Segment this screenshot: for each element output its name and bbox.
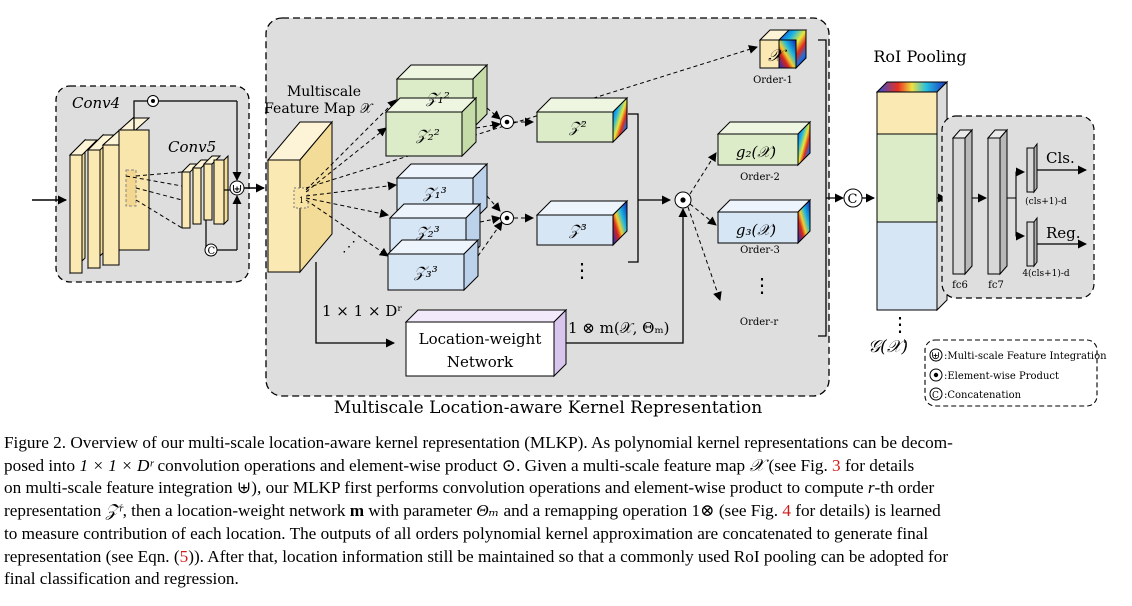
roi-pooling-stack <box>875 80 949 312</box>
z2-2-label: 𝒵₂² <box>415 126 439 144</box>
z3-result-label: 𝒵³ <box>568 221 586 239</box>
z2-blocks <box>384 63 489 158</box>
vdots-orders: ⋮ <box>752 273 772 297</box>
legend-concat-icon <box>929 387 943 401</box>
z2-result-block <box>535 96 629 144</box>
legend-integration-icon <box>929 348 943 362</box>
fig4-link[interactable]: 4 <box>782 501 791 521</box>
small-one-label: 1 <box>299 196 304 205</box>
mlkp-panel-title: Multiscale Location-aware Kernel Represe… <box>334 398 763 418</box>
legend-integration-text: :Multi-scale Feature Integration <box>944 351 1107 362</box>
projection-rays <box>305 45 758 257</box>
order1-block <box>758 29 808 70</box>
order1-label: Order-1 <box>753 75 793 86</box>
loc-net-input-path <box>315 262 395 348</box>
order-r-label: Order-r <box>740 317 778 328</box>
fc6-block <box>951 128 974 276</box>
vdots-z: ⋮ <box>572 258 592 282</box>
svg-text:C: C <box>932 391 939 401</box>
mlkp-architecture-diagram: Conv4 Conv5 C <box>32 17 1107 418</box>
z2-result-label: 𝒵² <box>568 118 586 136</box>
vdots-roi: ⋮ <box>890 312 910 336</box>
z1-2-label: 𝒵₁² <box>425 89 449 107</box>
gx-label: 𝒢(𝒳) <box>868 337 908 357</box>
orders-bracket <box>628 113 639 263</box>
reg-dim-label: 4(cls+1)-d <box>1022 268 1070 279</box>
fc6-label: fc6 <box>952 280 968 291</box>
cls-dim-label: (cls+1)-d <box>1025 196 1067 207</box>
loc-net-output-path <box>566 208 688 344</box>
loc-net-label-1: Location-weight <box>419 330 542 348</box>
hdots: ⋰ <box>342 239 356 255</box>
roi-pooling-label: RoI Pooling <box>873 47 966 66</box>
svg-text:⊎: ⊎ <box>931 349 940 362</box>
loc-net-label-2: Network <box>447 353 514 371</box>
feature-map-label: Feature Map 𝒳 <box>264 101 374 117</box>
fc7-label: fc7 <box>988 280 1004 291</box>
conv5-block <box>180 154 229 229</box>
g3-label: g₃(𝒳) <box>736 221 776 239</box>
fig3-link[interactable]: 3 <box>832 455 841 475</box>
svg-text:C: C <box>208 246 216 257</box>
figure-caption: Figure 2. Overview of our multi-scale lo… <box>4 433 953 589</box>
conv5-label: Conv5 <box>168 138 216 156</box>
eqn5-link[interactable]: 5 <box>179 546 189 566</box>
order2-product-arrows <box>475 107 501 130</box>
concat-bracket <box>818 39 827 337</box>
location-weight-network <box>404 308 568 378</box>
legend-panel <box>924 339 1098 407</box>
fc7-block <box>986 128 1009 276</box>
order2-label: Order-2 <box>740 172 780 183</box>
g3-block <box>716 198 812 245</box>
z3-blocks <box>386 162 489 292</box>
legend-product-text: :Element-wise Product <box>944 371 1059 382</box>
z3-result-block <box>535 199 629 247</box>
order-outputs-arrows <box>687 152 722 301</box>
g2-block <box>716 120 812 167</box>
order3-product-arrows <box>477 195 503 257</box>
multiscale-label: Multiscale <box>287 84 361 100</box>
legend-concat-text: :Concatenation <box>944 390 1022 401</box>
order3-label: Order-3 <box>740 245 780 256</box>
z3-3-label: 𝒵₃³ <box>413 263 437 281</box>
z1-3-label: 𝒵₁³ <box>422 184 446 202</box>
svg-text:⊎: ⊎ <box>232 182 243 197</box>
cls-fc-block <box>1026 142 1038 194</box>
reg-fc-block <box>1026 216 1038 268</box>
cls-label: Cls. <box>1046 149 1075 167</box>
reg-label: Reg. <box>1046 224 1081 242</box>
remap-label: 1 ⊗ m(𝒳, Θₘ) <box>568 319 670 337</box>
g2-label: g₂(𝒳) <box>736 143 776 161</box>
conv4-label: Conv4 <box>72 94 120 112</box>
fc-panel <box>941 115 1095 299</box>
svg-text:C: C <box>848 192 858 207</box>
multiscale-feature-map <box>266 120 334 274</box>
conv-kernel-label: 1 × 1 × Dʳ <box>322 302 403 320</box>
conv4-skip-path <box>133 100 148 130</box>
z2-3-label: 𝒵₂³ <box>415 223 439 241</box>
conv-projection-lines <box>125 171 183 229</box>
